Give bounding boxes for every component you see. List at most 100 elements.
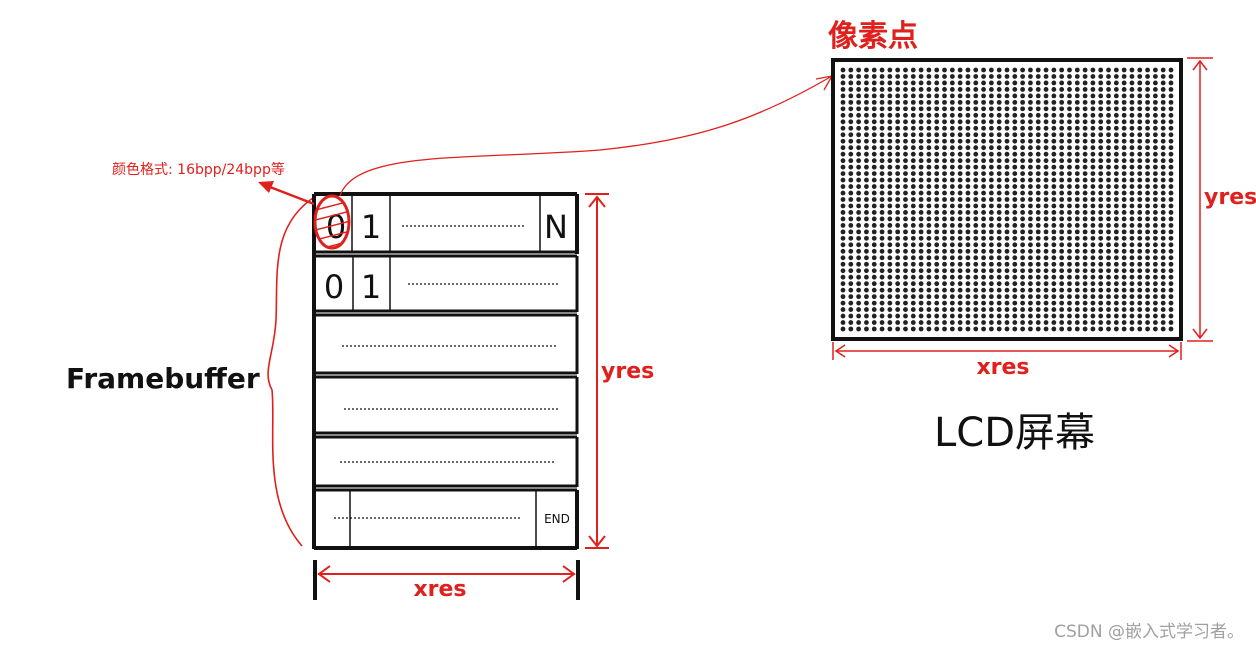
lcd-pixel-dot bbox=[1004, 326, 1010, 332]
lcd-pixel-dot bbox=[840, 80, 846, 86]
lcd-pixel-dot bbox=[1020, 294, 1026, 300]
lcd-pixel-dot bbox=[942, 326, 947, 332]
lcd-pixel-dot bbox=[942, 261, 947, 267]
lcd-pixel-dot bbox=[1137, 80, 1143, 86]
lcd-pixel-dot bbox=[864, 223, 869, 228]
lcd-pixel-dot bbox=[1059, 145, 1065, 151]
lcd-pixel-dot bbox=[973, 307, 979, 312]
lcd-pixel-dot bbox=[1043, 197, 1049, 202]
lcd-pixel-dot bbox=[1028, 203, 1033, 209]
lcd-pixel-dot bbox=[1043, 242, 1049, 248]
lcd-pixel-dot bbox=[1113, 87, 1119, 92]
lcd-pixel-dot bbox=[934, 164, 940, 170]
row1-cell-last: N bbox=[544, 208, 568, 246]
lcd-pixel-dot bbox=[848, 307, 854, 312]
lcd-pixel-dot bbox=[887, 125, 893, 131]
lcd-pixel-dot bbox=[1137, 87, 1143, 92]
lcd-pixel-dot bbox=[1067, 171, 1072, 177]
lcd-pixel-dot bbox=[949, 307, 955, 312]
lcd-pixel-dot bbox=[1121, 164, 1127, 170]
lcd-pixel-dot bbox=[1152, 261, 1158, 267]
lcd-pixel-dot bbox=[988, 125, 994, 131]
lcd-pixel-dot bbox=[840, 307, 846, 312]
lcd-pixel-dot bbox=[1059, 210, 1065, 215]
lcd-pixel-dot bbox=[1004, 184, 1010, 189]
lcd-pixel-dot bbox=[1043, 190, 1049, 196]
lcd-pixel-dot bbox=[903, 216, 908, 222]
lcd-pixel-dot bbox=[1137, 184, 1143, 189]
lcd-pixel-dot bbox=[1121, 171, 1127, 177]
lcd-pixel-dot bbox=[895, 164, 901, 170]
lcd-pixel-dot bbox=[1020, 171, 1026, 177]
lcd-pixel-dot bbox=[1145, 242, 1150, 248]
lcd-pixel-dot bbox=[1020, 87, 1026, 92]
lcd-pixel-dot bbox=[1012, 320, 1018, 325]
lcd-pixel-dot bbox=[1106, 197, 1111, 202]
lcd-pixel-dot bbox=[981, 313, 986, 319]
lcd-pixel-dot bbox=[887, 158, 893, 164]
lcd-pixel-dot bbox=[1121, 190, 1127, 196]
lcd-pixel-dot bbox=[864, 93, 869, 99]
lcd-pixel-dot bbox=[1098, 158, 1104, 164]
lcd-pixel-dot bbox=[903, 203, 908, 209]
lcd-pixel-dot bbox=[981, 229, 986, 235]
lcd-pixel-dot bbox=[988, 184, 994, 189]
lcd-pixel-dot bbox=[879, 119, 885, 125]
lcd-pixel-dot bbox=[1160, 164, 1166, 170]
lcd-pixel-dot bbox=[965, 223, 971, 228]
lcd-pixel-dot bbox=[1090, 235, 1096, 241]
lcd-pixel-dot bbox=[856, 87, 862, 92]
lcd-pixel-dot bbox=[910, 93, 916, 99]
lcd-pixel-dot bbox=[981, 210, 986, 215]
lcd-pixel-dot bbox=[1082, 93, 1088, 99]
lcd-pixel-dot bbox=[879, 190, 885, 196]
lcd-pixel-dot bbox=[934, 138, 940, 144]
lcd-pixel-dot bbox=[840, 235, 846, 241]
lcd-pixel-dot bbox=[848, 197, 854, 202]
lcd-pixel-dot bbox=[895, 242, 901, 248]
lcd-pixel-dot bbox=[1004, 235, 1010, 241]
lcd-pixel-dot bbox=[903, 119, 908, 125]
lcd-pixel-dot bbox=[1129, 67, 1135, 73]
lcd-pixel-dot bbox=[1121, 138, 1127, 144]
lcd-pixel-dot bbox=[942, 216, 947, 222]
lcd-pixel-dot bbox=[988, 274, 994, 280]
lcd-pixel-dot bbox=[918, 281, 924, 287]
lcd-pixel-dot bbox=[926, 99, 932, 105]
lcd-pixel-dot bbox=[864, 300, 869, 306]
lcd-pixel-dot bbox=[1074, 235, 1080, 241]
lcd-pixel-dot bbox=[981, 248, 986, 254]
lcd-pixel-dot bbox=[1035, 281, 1041, 287]
lcd-pixel-dot bbox=[1098, 93, 1104, 99]
lcd-pixel-dot bbox=[1137, 67, 1143, 73]
lcd-pixel-dot bbox=[918, 119, 924, 125]
lcd-pixel-dot bbox=[1145, 274, 1150, 280]
lcd-pixel-dot bbox=[934, 255, 940, 261]
lcd-pixel-dot bbox=[1160, 93, 1166, 99]
lcd-pixel-dot bbox=[887, 242, 893, 248]
lcd-pixel-dot bbox=[1160, 80, 1166, 86]
lcd-pixel-dot bbox=[1137, 151, 1143, 157]
lcd-pixel-dot bbox=[1020, 242, 1026, 248]
lcd-pixel-dot bbox=[1106, 235, 1111, 241]
lcd-pixel-dot bbox=[1043, 184, 1049, 189]
lcd-pixel-dot bbox=[996, 119, 1002, 125]
lcd-pixel-dot bbox=[864, 235, 869, 241]
lcd-pixel-dot bbox=[1067, 197, 1072, 202]
lcd-pixel-dot bbox=[895, 307, 901, 312]
lcd-pixel-dot bbox=[871, 125, 877, 131]
watermark: CSDN @嵌入式学习者。 bbox=[1054, 622, 1244, 642]
lcd-pixel-dot bbox=[965, 132, 971, 138]
lcd-pixel-dot bbox=[856, 203, 862, 209]
lcd-pixel-dot bbox=[949, 268, 955, 274]
lcd-pixel-dot bbox=[1098, 242, 1104, 248]
lcd-pixel-dot bbox=[918, 223, 924, 228]
lcd-pixel-dot bbox=[1168, 281, 1174, 287]
lcd-pixel-dot bbox=[996, 87, 1002, 92]
lcd-pixel-dot bbox=[887, 106, 893, 112]
lcd-pixel-dot bbox=[1059, 164, 1065, 170]
lcd-pixel-dot bbox=[1121, 158, 1127, 164]
lcd-pixel-dot bbox=[1152, 106, 1158, 112]
lcd-pixel-dot bbox=[1129, 164, 1135, 170]
lcd-pixel-dot bbox=[1028, 274, 1033, 280]
